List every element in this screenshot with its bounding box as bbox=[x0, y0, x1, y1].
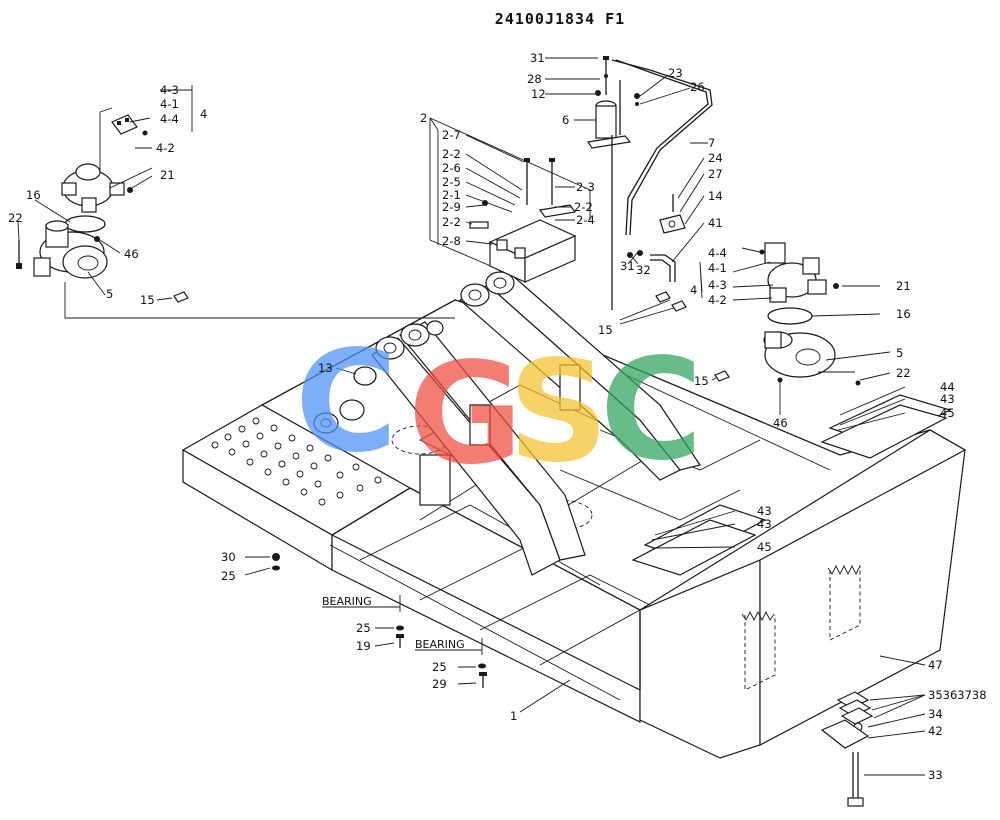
callout-41: 41 bbox=[708, 216, 723, 230]
callout-43-upper: 43 bbox=[940, 392, 955, 406]
callout-4-left: 4 bbox=[200, 107, 207, 121]
callout-5-left: 5 bbox=[106, 287, 113, 301]
boom-arms bbox=[313, 271, 701, 576]
callout-2-2-c: 2-2 bbox=[574, 200, 593, 214]
callout-21-left: 21 bbox=[160, 168, 175, 182]
callout-4-4-left: 4-4 bbox=[160, 112, 179, 126]
callout-28: 28 bbox=[527, 72, 542, 86]
mounting-holes bbox=[211, 417, 382, 506]
callout-2-2-a: 2-2 bbox=[442, 147, 461, 161]
callout-2: 2 bbox=[420, 111, 427, 125]
callout-24: 24 bbox=[708, 151, 723, 165]
callout-45-upper: 45 bbox=[940, 406, 955, 420]
watermark-letter-g: G bbox=[408, 333, 523, 496]
reservoir-and-pipe bbox=[586, 56, 713, 310]
callout-4-3-left: 4-3 bbox=[160, 83, 179, 97]
callout-45-lower: 45 bbox=[757, 540, 772, 554]
callout-14: 14 bbox=[708, 189, 723, 203]
callout-19: 19 bbox=[356, 639, 371, 653]
callout-29: 29 bbox=[432, 677, 447, 691]
callout-27: 27 bbox=[708, 167, 723, 181]
callout-4-right: 4 bbox=[690, 283, 697, 297]
watermark: C G S C bbox=[295, 321, 703, 496]
callout-2-3: 2-3 bbox=[576, 180, 595, 194]
callout-35-36-37-38: 35363738 bbox=[928, 688, 987, 702]
callout-32: 32 bbox=[636, 263, 651, 277]
watermark-letter-c2: C bbox=[600, 329, 703, 492]
callout-4-2-right: 4-2 bbox=[708, 293, 727, 307]
callout-47: 47 bbox=[928, 658, 943, 672]
callout-25-b: 25 bbox=[356, 621, 371, 635]
left-valve-assembly bbox=[16, 107, 455, 319]
callout-2-2-b: 2-2 bbox=[442, 215, 461, 229]
callout-25-a: 25 bbox=[221, 569, 236, 583]
callout-42: 42 bbox=[928, 724, 943, 738]
callout-4-4-right: 4-4 bbox=[708, 246, 727, 260]
callout-2-8: 2-8 bbox=[442, 234, 461, 248]
callout-2-4: 2-4 bbox=[576, 213, 595, 227]
leader-lines bbox=[17, 57, 926, 776]
callout-13: 13 bbox=[318, 361, 333, 375]
callout-labels: 31 28 12 6 23 26 7 24 27 14 41 31 32 2 2… bbox=[8, 51, 987, 782]
callout-15-left: 15 bbox=[140, 293, 155, 307]
callout-44: 44 bbox=[940, 380, 955, 394]
drawing-number: 24100J1834 F1 bbox=[495, 10, 625, 28]
battery-assembly bbox=[429, 117, 591, 283]
right-valve-assembly bbox=[655, 242, 861, 415]
callout-25-c: 25 bbox=[432, 660, 447, 674]
watermark-letter-c1: C bbox=[295, 321, 398, 484]
cover-plates bbox=[631, 394, 952, 576]
callout-23: 23 bbox=[668, 66, 683, 80]
callout-22-left: 22 bbox=[8, 211, 23, 225]
callout-4-1-right: 4-1 bbox=[708, 261, 727, 275]
callout-4-3-right: 4-3 bbox=[708, 278, 727, 292]
callout-43-lower-b: 43 bbox=[757, 517, 772, 531]
callout-4-1-left: 4-1 bbox=[160, 97, 179, 111]
lower-fasteners bbox=[272, 553, 874, 807]
callout-31-lower: 31 bbox=[620, 259, 635, 273]
callout-2-1: 2-1 bbox=[442, 188, 461, 202]
callout-6: 6 bbox=[562, 113, 569, 127]
callout-33: 33 bbox=[928, 768, 943, 782]
ring-13 bbox=[353, 366, 377, 386]
callout-16-left: 16 bbox=[26, 188, 41, 202]
bearing-label-2: BEARING bbox=[415, 638, 465, 651]
watermark-letter-s: S bbox=[508, 331, 609, 494]
callout-46-right: 46 bbox=[773, 416, 788, 430]
callout-16-right: 16 bbox=[896, 307, 911, 321]
callout-2-5: 2-5 bbox=[442, 175, 461, 189]
main-frame bbox=[181, 299, 967, 759]
callout-4-2-left: 4-2 bbox=[156, 141, 175, 155]
callout-31-top: 31 bbox=[530, 51, 545, 65]
callout-22-right: 22 bbox=[896, 366, 911, 380]
callout-15-mid: 15 bbox=[598, 323, 613, 337]
callout-12: 12 bbox=[531, 87, 546, 101]
callout-5-right: 5 bbox=[896, 346, 903, 360]
bearing-label-1: BEARING bbox=[322, 595, 372, 608]
callout-2-9: 2-9 bbox=[442, 200, 461, 214]
callout-1: 1 bbox=[510, 709, 517, 723]
callout-46-left: 46 bbox=[124, 247, 139, 261]
callout-34: 34 bbox=[928, 707, 943, 721]
callout-15-right: 15 bbox=[694, 374, 709, 388]
callout-2-6: 2-6 bbox=[442, 161, 461, 175]
callout-26: 26 bbox=[690, 80, 705, 94]
callout-2-7: 2-7 bbox=[442, 128, 461, 142]
callout-30: 30 bbox=[221, 550, 236, 564]
callout-7: 7 bbox=[708, 136, 715, 150]
callout-21-right: 21 bbox=[896, 279, 911, 293]
callout-43-lower-a: 43 bbox=[757, 504, 772, 518]
